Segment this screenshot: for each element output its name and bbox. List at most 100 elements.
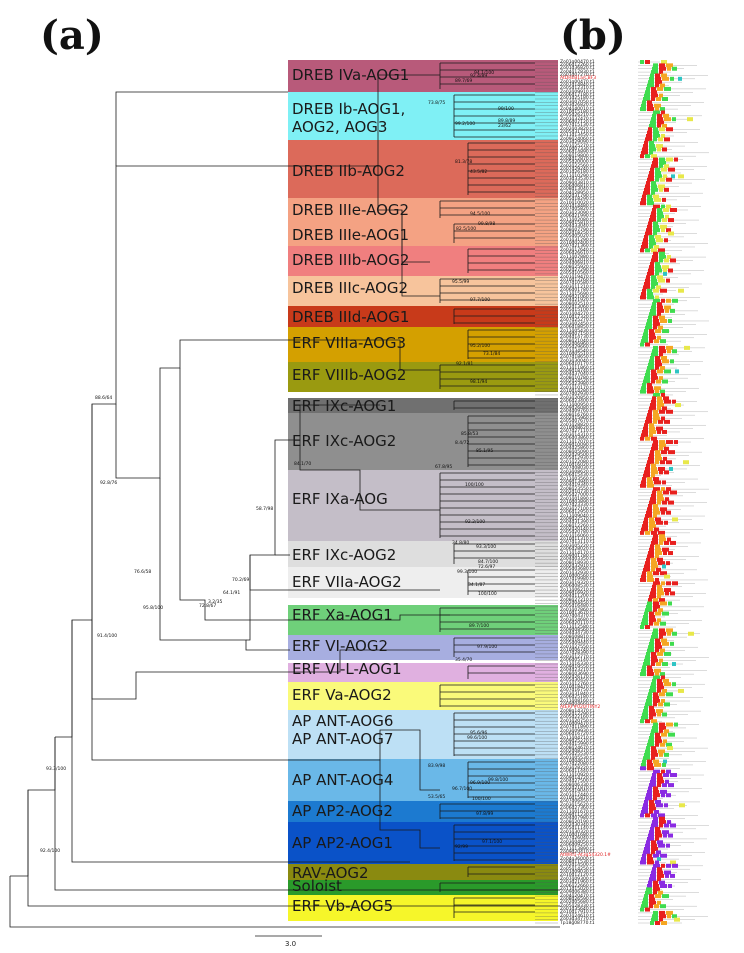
motif-box bbox=[662, 611, 669, 616]
clade-band bbox=[288, 635, 558, 660]
support-value: 99.6/100 bbox=[467, 736, 488, 741]
leaf-label: Zo01g25180.t1 bbox=[560, 96, 595, 102]
motif-box bbox=[646, 746, 650, 751]
motif-box bbox=[647, 477, 652, 482]
support-value: 83.9/98 bbox=[428, 764, 446, 769]
leaf-label: Zo05g16480.t1 bbox=[560, 604, 595, 610]
support-value: 94.5/100 bbox=[470, 212, 491, 217]
motif-box bbox=[643, 238, 648, 243]
leaf-label: Zo02g29500.t1 bbox=[560, 453, 595, 458]
leaf-label: Zo11g03560.t1 bbox=[560, 476, 595, 482]
leaf-label: Zo11g10920.t1 bbox=[560, 772, 595, 778]
motif-box bbox=[664, 399, 671, 404]
motif-box bbox=[659, 722, 665, 727]
clade-label: ERF Vb-AOG5 bbox=[292, 897, 394, 915]
motif-box bbox=[664, 187, 669, 192]
leaf-label: Zo04g27500.t1 bbox=[560, 779, 595, 785]
motif-box bbox=[651, 530, 657, 535]
motif-box bbox=[651, 446, 658, 451]
motif-box bbox=[644, 187, 650, 192]
motif-box bbox=[672, 662, 676, 667]
motif-box bbox=[657, 312, 661, 317]
motif-box bbox=[664, 137, 670, 142]
leaf-label: Zo01g12760.t1 bbox=[560, 681, 595, 687]
leaf-label: Zo05g20000.t1 bbox=[560, 160, 595, 166]
motif-row bbox=[638, 863, 703, 868]
motif-box bbox=[653, 571, 659, 576]
motif-box bbox=[651, 278, 657, 283]
motif-box bbox=[659, 409, 665, 414]
leaf-label: Zo11g04710.t1 bbox=[560, 735, 595, 741]
leaf-label: Zo01g16060.t1 bbox=[560, 533, 595, 539]
motif-row bbox=[638, 769, 671, 774]
leaf-label: Zo01g04270.t1 bbox=[560, 311, 595, 317]
motif-box bbox=[655, 295, 659, 300]
motif-box bbox=[662, 379, 668, 384]
motif-row bbox=[638, 174, 684, 179]
motif-row bbox=[638, 503, 694, 508]
motif-box bbox=[661, 110, 665, 115]
leaf-label: Zo08g12260.t1 bbox=[560, 523, 595, 529]
motif-box bbox=[645, 184, 650, 189]
motif-box bbox=[645, 278, 650, 283]
motif-box bbox=[660, 571, 667, 576]
clade-band bbox=[288, 822, 558, 864]
clade-band bbox=[288, 327, 558, 362]
leaf-label: Zo10g14280.t1 bbox=[560, 389, 595, 395]
motif-row bbox=[638, 150, 709, 155]
motif-box bbox=[659, 376, 663, 381]
motif-box bbox=[655, 261, 660, 266]
motif-box bbox=[645, 749, 650, 754]
motif-box bbox=[645, 466, 650, 471]
motif-box bbox=[644, 140, 648, 145]
motif-box bbox=[657, 591, 664, 596]
motif-box bbox=[666, 561, 670, 566]
motif-box bbox=[640, 577, 646, 582]
leaf-label: Zo10g17910.t1 bbox=[560, 910, 595, 916]
motif-box bbox=[663, 174, 667, 179]
motif-box bbox=[660, 366, 665, 371]
motif-row bbox=[638, 900, 661, 905]
motif-box bbox=[660, 507, 667, 512]
motif-box bbox=[655, 517, 661, 522]
leaf-label: Zo05g30450.t1 bbox=[560, 678, 595, 684]
motif-box bbox=[663, 551, 667, 556]
leaf-label: Zo11g15020.t1 bbox=[560, 886, 595, 892]
support-value: 89.8/89 bbox=[498, 119, 516, 124]
motif-box bbox=[653, 695, 659, 700]
motif-row bbox=[638, 604, 704, 609]
motif-row bbox=[638, 705, 664, 710]
support-value: 99.8/98 bbox=[478, 222, 496, 227]
support-value: 72.6/97 bbox=[478, 565, 496, 570]
clade-label: DREB IIIe-AOG2 bbox=[292, 201, 410, 219]
motif-box bbox=[645, 325, 652, 330]
motif-row bbox=[638, 658, 696, 663]
motif-box bbox=[647, 107, 654, 112]
motif-box bbox=[651, 379, 655, 384]
leaf-label: Zo11g14170.t1 bbox=[560, 550, 595, 556]
motif-box bbox=[659, 635, 663, 640]
motif-box bbox=[657, 685, 664, 690]
motif-row bbox=[638, 779, 678, 784]
leaf-label: Zo09g03810.t1 bbox=[560, 180, 595, 186]
motif-box bbox=[663, 773, 669, 778]
tree-branch bbox=[249, 555, 290, 591]
support-value: 67.8/95 bbox=[435, 465, 453, 470]
motif-box bbox=[660, 177, 665, 182]
support-value: 34.8/80 bbox=[452, 541, 470, 546]
motif-box bbox=[644, 93, 650, 98]
leaf-label: Zo08g26590.t1 bbox=[560, 896, 595, 902]
motif-box bbox=[659, 820, 666, 825]
motif-row bbox=[638, 409, 708, 414]
motif-box bbox=[662, 783, 667, 788]
motif-box bbox=[664, 729, 669, 734]
motif-row bbox=[638, 76, 695, 81]
support-value: 43.5/82 bbox=[470, 170, 488, 175]
motif-row bbox=[638, 557, 686, 562]
motif-box bbox=[660, 107, 665, 112]
motif-box bbox=[651, 164, 658, 169]
motif-box bbox=[642, 524, 648, 529]
motif-box bbox=[672, 66, 677, 71]
motif-box bbox=[657, 493, 663, 498]
leaf-label: Zo05g10560.t1 bbox=[560, 271, 595, 277]
